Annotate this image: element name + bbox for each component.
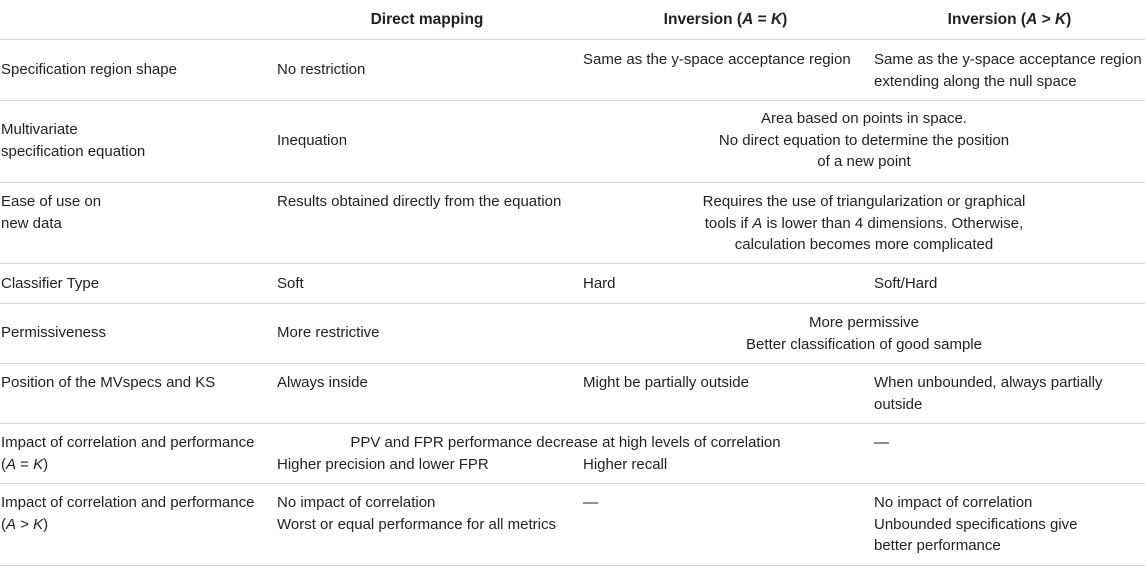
cell-permissiveness-direct: More restrictive — [277, 324, 380, 341]
cell-position-inv-gt: When unbounded, always partially outside — [874, 374, 1103, 413]
cell-classifier-inv-eq: Hard — [583, 275, 616, 292]
cell-ease-direct: Results obtained directly from the equat… — [277, 193, 562, 210]
row-label-equation: Multivariate specification equation — [1, 121, 146, 160]
cell-equation-direct: Inequation — [277, 132, 348, 149]
row-label-impact-greater: Impact of correlation and performance(A … — [1, 494, 255, 533]
cell-permissiveness-inversion: More permissive Better classification of… — [746, 314, 982, 353]
table-row: Classifier Type Soft Hard Soft/Hard — [0, 264, 1145, 304]
table-header: Direct mapping Inversion (A = K) Inversi… — [0, 0, 1145, 40]
cell-shape-direct: No restriction — [277, 61, 366, 78]
header-direct-mapping: Direct mapping — [370, 11, 484, 28]
row-label-shape: Specification region shape — [1, 61, 177, 78]
cell-shape-inv-gt: Same as the y-space acceptance region ex… — [874, 51, 1142, 90]
cell-impact-greater-inv-eq: — — [583, 494, 598, 511]
table-row: Specification region shape No restrictio… — [0, 40, 1145, 101]
table-row: Ease of use on new data Results obtained… — [0, 183, 1145, 264]
cell-ease-inversion: Requires the use of triangularization or… — [702, 193, 1026, 253]
table-row: Position of the MVspecs and KS Always in… — [0, 364, 1145, 424]
table-row: Permissiveness More restrictive More per… — [0, 304, 1145, 364]
row-label-position: Position of the MVspecs and KS — [1, 374, 216, 391]
table-row: Impact of correlation and performance(A … — [0, 484, 1145, 566]
row-label-ease: Ease of use on new data — [1, 193, 102, 232]
cell-impact-equal-inv-eq: Higher recall — [583, 456, 668, 473]
table-row: Multivariate specification equation Ineq… — [0, 101, 1145, 183]
cell-classifier-inv-gt: Soft/Hard — [874, 275, 938, 292]
header-inversion-equal: Inversion (A = K) — [663, 11, 788, 28]
cell-equation-inversion: Area based on points in space. No direct… — [718, 110, 1010, 170]
cell-impact-equal-inv-gt: — — [874, 434, 889, 451]
table-row: Impact of correlation and performance(A … — [0, 424, 1145, 484]
row-label-permissiveness: Permissiveness — [1, 324, 107, 341]
cell-impact-greater-direct: No impact of correlation Worst or equal … — [277, 494, 556, 533]
row-label-classifier: Classifier Type — [1, 275, 100, 292]
cell-position-inv-eq: Might be partially outside — [583, 374, 749, 391]
row-label-impact-equal: Impact of correlation and performance(A … — [1, 434, 255, 473]
cell-shape-inv-eq: Same as the y-space acceptance region — [583, 51, 851, 68]
cell-classifier-direct: Soft — [277, 275, 304, 292]
cell-position-direct: Always inside — [277, 374, 368, 391]
cell-impact-equal-direct: Higher precision and lower FPR — [277, 456, 489, 473]
cell-impact-greater-inv-gt: No impact of correlation Unbounded speci… — [874, 494, 1078, 554]
cell-impact-equal-span: PPV and FPR performance decrease at high… — [350, 434, 781, 451]
header-inversion-greater: Inversion (A > K) — [947, 11, 1072, 28]
